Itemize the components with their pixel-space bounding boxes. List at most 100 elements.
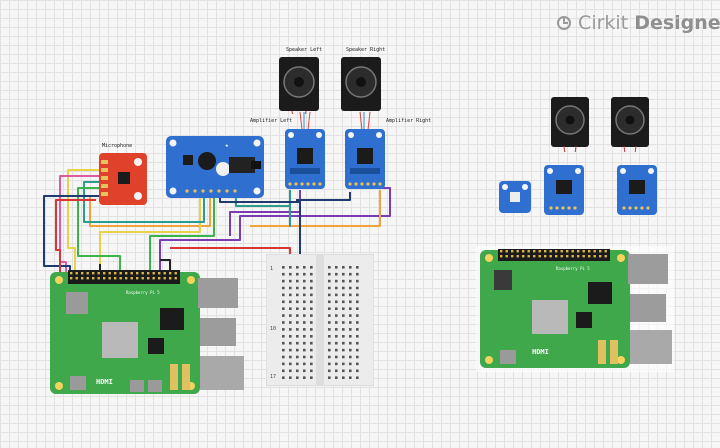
breadboard-hole[interactable] (282, 279, 285, 283)
gpio-pin[interactable] (527, 255, 530, 258)
breadboard-hole[interactable] (349, 348, 352, 352)
breadboard-hole[interactable] (289, 376, 292, 379)
amplifier-right[interactable] (344, 128, 386, 190)
breadboard-hole[interactable] (310, 321, 313, 324)
breadboard-hole[interactable] (296, 341, 299, 345)
gpio-pin[interactable] (533, 250, 536, 253)
gpio-pin[interactable] (571, 250, 574, 253)
breadboard-hole[interactable] (356, 300, 359, 304)
breadboard-hole[interactable] (303, 272, 306, 276)
gpio-pin[interactable] (500, 250, 503, 253)
breadboard-hole[interactable] (296, 307, 299, 310)
breadboard-hole[interactable] (328, 300, 331, 304)
breadboard-hole[interactable] (349, 279, 352, 283)
breadboard-hole[interactable] (342, 362, 345, 366)
breadboard-hole[interactable] (303, 362, 306, 366)
gpio-pin[interactable] (163, 277, 166, 280)
audio-dac-board[interactable]: ★ (165, 135, 265, 199)
breadboard-hole[interactable] (335, 272, 338, 276)
gpio-pin[interactable] (147, 277, 150, 280)
breadboard-hole[interactable] (310, 286, 313, 290)
gpio-pin[interactable] (527, 250, 530, 253)
gpio-pin[interactable] (544, 255, 547, 258)
gpio-pin[interactable] (549, 255, 552, 258)
breadboard-hole[interactable] (342, 341, 345, 345)
breadboard-hole[interactable] (289, 293, 292, 297)
gpio-pin[interactable] (125, 277, 128, 280)
gpio-pin[interactable] (169, 277, 172, 280)
breadboard-hole[interactable] (296, 286, 299, 290)
breadboard-hole[interactable] (282, 321, 285, 324)
breadboard-hole[interactable] (342, 321, 345, 324)
gpio-pin[interactable] (136, 272, 139, 275)
breadboard-hole[interactable] (335, 293, 338, 297)
breadboard-hole[interactable] (335, 369, 338, 373)
gpio-pin[interactable] (555, 255, 558, 258)
breadboard-hole[interactable] (328, 328, 331, 331)
breadboard-hole[interactable] (303, 369, 306, 373)
breadboard-hole[interactable] (349, 376, 352, 379)
breadboard-hole[interactable] (349, 300, 352, 304)
breadboard-hole[interactable] (303, 300, 306, 304)
gpio-pin[interactable] (571, 255, 574, 258)
breadboard-hole[interactable] (310, 348, 313, 352)
breadboard-hole[interactable] (328, 348, 331, 352)
breadboard-hole[interactable] (335, 266, 338, 269)
gpio-pin[interactable] (108, 272, 111, 275)
breadboard-hole[interactable] (282, 362, 285, 366)
breadboard-hole[interactable] (349, 362, 352, 366)
gpio-pin[interactable] (141, 277, 144, 280)
breadboard-hole[interactable] (328, 362, 331, 366)
gpio-pin[interactable] (158, 272, 161, 275)
gpio-pin[interactable] (136, 277, 139, 280)
breadboard-hole[interactable] (335, 321, 338, 324)
gpio-pin[interactable] (119, 277, 122, 280)
breadboard-hole[interactable] (356, 355, 359, 359)
breadboard-hole[interactable] (349, 286, 352, 290)
breadboard-hole[interactable] (310, 266, 313, 269)
gpio-pin[interactable] (81, 272, 84, 275)
gpio-pin[interactable] (533, 255, 536, 258)
breadboard-hole[interactable] (356, 348, 359, 352)
breadboard-hole[interactable] (310, 362, 313, 366)
breadboard-hole[interactable] (296, 348, 299, 352)
breadboard-hole[interactable] (349, 314, 352, 317)
breadboard-hole[interactable] (296, 314, 299, 317)
breadboard-hole[interactable] (303, 341, 306, 345)
breadboard-hole[interactable] (310, 335, 313, 338)
breadboard-hole[interactable] (342, 307, 345, 310)
gpio-pin[interactable] (500, 255, 503, 258)
breadboard-hole[interactable] (289, 355, 292, 359)
gpio-pin[interactable] (103, 272, 106, 275)
breadboard-hole[interactable] (328, 272, 331, 276)
breadboard-hole[interactable] (282, 293, 285, 297)
gpio-pin[interactable] (544, 250, 547, 253)
gpio-pin[interactable] (549, 250, 552, 253)
breadboard-hole[interactable] (335, 348, 338, 352)
breadboard-hole[interactable] (356, 272, 359, 276)
gpio-pin[interactable] (560, 250, 563, 253)
gpio-pin[interactable] (158, 277, 161, 280)
breadboard-hole[interactable] (310, 314, 313, 317)
breadboard-hole[interactable] (349, 369, 352, 373)
gpio-pin[interactable] (97, 272, 100, 275)
gpio-pin[interactable] (86, 277, 89, 280)
breadboard-hole[interactable] (342, 328, 345, 331)
breadboard-hole[interactable] (282, 266, 285, 269)
gpio-pin[interactable] (599, 250, 602, 253)
breadboard-hole[interactable] (335, 362, 338, 366)
gpio-pin[interactable] (555, 250, 558, 253)
breadboard-hole[interactable] (289, 369, 292, 373)
gpio-pin[interactable] (566, 255, 569, 258)
breadboard-hole[interactable] (328, 279, 331, 283)
gpio-pin[interactable] (152, 272, 155, 275)
speaker-left[interactable] (278, 56, 320, 114)
breadboard-hole[interactable] (310, 300, 313, 304)
breadboard-hole[interactable] (303, 314, 306, 317)
breadboard-hole[interactable] (289, 279, 292, 283)
breadboard-hole[interactable] (310, 369, 313, 373)
gpio-pin[interactable] (103, 277, 106, 280)
gpio-pin[interactable] (582, 255, 585, 258)
breadboard-hole[interactable] (328, 355, 331, 359)
breadboard-hole[interactable] (310, 328, 313, 331)
